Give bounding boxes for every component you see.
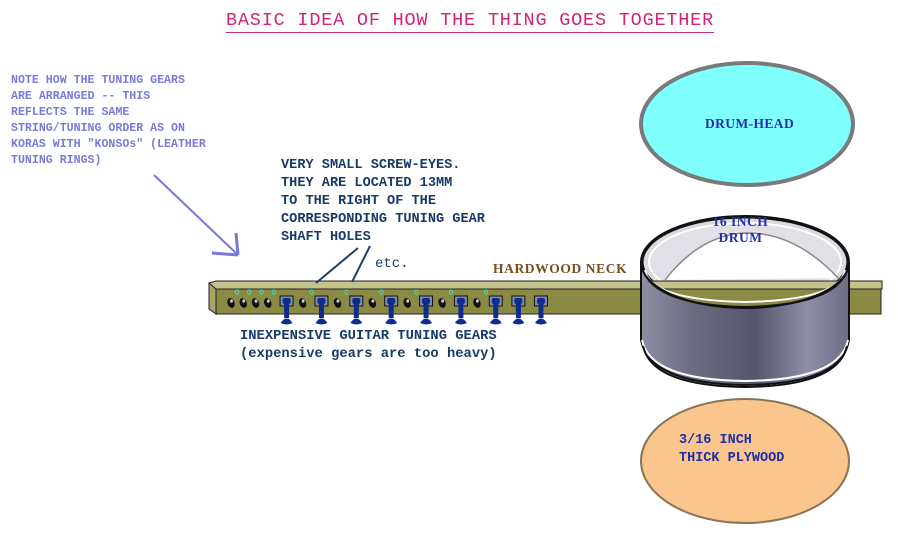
pointer-arrow [153, 174, 240, 257]
tuning-peg-icon [251, 298, 260, 308]
screw-eye-icon [379, 289, 384, 295]
drum-label-line: 16 INCH [712, 214, 769, 229]
drum-head-shape [639, 61, 855, 187]
tuning-gear-icon [349, 295, 364, 325]
note-line: TUNING RINGS) [11, 154, 102, 167]
screw-note-line: THEY ARE LOCATED 13MM [281, 176, 453, 191]
tuning-gear-icon [384, 295, 399, 325]
drum-label-line: DRUM [718, 230, 763, 245]
screw-eye-leader-lines [315, 245, 371, 284]
tuning-gears-label: INEXPENSIVE GUITAR TUNING GEARS (expensi… [240, 328, 497, 364]
screw-note-line: CORRESPONDING TUNING GEAR [281, 212, 485, 227]
tuning-peg-icon [438, 298, 446, 308]
note-line: ARE ARRANGED -- THIS [11, 90, 151, 103]
tuning-gear-icon [534, 295, 548, 325]
tuning-peg-icon [333, 298, 342, 308]
screw-eye-icon [448, 289, 454, 295]
etc-label: etc. [375, 256, 409, 272]
tuning-peg-icon [473, 298, 481, 308]
note-line: NOTE HOW THE TUNING GEARS [11, 74, 185, 87]
screw-note-line: TO THE RIGHT OF THE [281, 194, 436, 209]
plywood-label-line: THICK PLYWOOD [679, 451, 785, 466]
screw-eye-icon [309, 289, 314, 295]
tuning-gear-icon [511, 295, 526, 325]
screw-eye-icon [271, 289, 276, 295]
tuning-peg-icon [403, 298, 411, 308]
screw-eye-icon [483, 289, 489, 295]
note-line: REFLECTS THE SAME [11, 106, 130, 119]
gears-label-line: INEXPENSIVE GUITAR TUNING GEARS [240, 329, 497, 344]
hardwood-neck-label: HARDWOOD NECK [493, 261, 628, 276]
tuning-gear-icon [279, 295, 294, 325]
plywood-disc [640, 398, 850, 524]
screw-eye-icon [414, 289, 419, 295]
tuning-gear-icon [488, 295, 503, 325]
tuning-gear-icon [419, 295, 434, 325]
plywood-label: 3/16 INCH THICK PLYWOOD [679, 432, 784, 468]
neck-hardware [227, 289, 548, 325]
note-line: KORAS WITH "KONSOs" (LEATHER [11, 138, 206, 151]
diagram-title: BASIC IDEA OF HOW THE THING GOES TOGETHE… [226, 10, 714, 33]
screw-eye-icon [234, 289, 240, 295]
tuning-peg-icon [239, 298, 247, 308]
tuning-gear-icon [314, 295, 329, 325]
drum-head-label: DRUM-HEAD [705, 116, 795, 131]
tuning-peg-icon [227, 298, 235, 308]
tuning-gear-icon [453, 295, 468, 325]
screw-eye-icon [247, 289, 252, 295]
tuning-peg-icon [264, 298, 272, 308]
screw-note-line: SHAFT HOLES [281, 230, 371, 245]
plywood-label-line: 3/16 INCH [679, 433, 752, 448]
screw-eye-icon [344, 289, 349, 295]
kora-arrangement-note: NOTE HOW THE TUNING GEARS ARE ARRANGED -… [11, 73, 206, 169]
gears-label-line: (expensive gears are too heavy) [240, 347, 497, 362]
drum-front [640, 215, 850, 389]
note-line: STRING/TUNING ORDER AS ON [11, 122, 185, 135]
tuning-peg-icon [368, 298, 377, 308]
tuning-peg-icon [298, 298, 307, 308]
screw-note-line: VERY SMALL SCREW-EYES. [281, 158, 461, 173]
screw-eye-icon [259, 289, 264, 295]
screw-eyes-note: VERY SMALL SCREW-EYES. THEY ARE LOCATED … [281, 157, 485, 247]
